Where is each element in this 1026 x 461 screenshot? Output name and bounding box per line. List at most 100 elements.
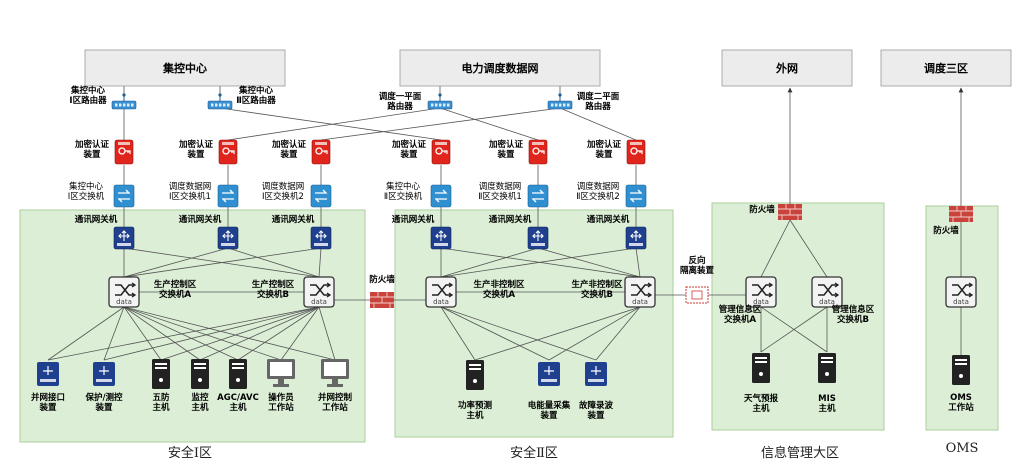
monitor-stand [278,379,284,385]
data-caption: data [953,298,969,306]
encrypt-label-6: 加密认证装置 [586,139,622,160]
line-r2-e4 [219,107,442,141]
device-arrows [99,366,109,375]
zone-title-1: 安全Ⅰ区 [168,445,212,461]
switch-arrows [117,189,131,203]
router-port [211,103,214,107]
gateway-arrows [118,230,130,241]
line-gw-z2a-2 [440,247,637,278]
server-led [759,372,763,376]
switch-cross-arrows [115,284,134,296]
encrypt-device-icon [528,139,548,165]
line-z1a-dev-0 [47,306,125,361]
box-external-net-label: 外网 [775,61,798,75]
switch-arrows [434,189,448,203]
zone1-device-label-7: 并网控制工作站 [318,392,353,413]
server-monitor [191,359,209,389]
server-agc-avc [229,359,247,389]
core-switch-z3b: data [811,276,843,308]
router-port [115,103,118,107]
server-oms [952,355,970,385]
gateway-arrows [435,230,447,241]
zone-title-4: OMS [946,441,979,456]
line-z2a-dev-1 [440,306,550,361]
server-icon [152,359,170,389]
line-dd2-e3 [320,107,561,141]
router-jk-1 [111,93,137,110]
zone-switch-3 [310,184,332,208]
gateway-label-5: 通讯网关机 [489,214,532,225]
core-z3b-label: 管理信息区交换机B [832,304,875,325]
server-bay [821,357,833,359]
gateway-panel [629,243,643,246]
line-z1b-dev-0 [47,306,320,361]
encrypt-label-1: 加密认证装置 [74,139,110,160]
zone3-device-label-1: 天气预报主机 [744,393,779,414]
device-panel [541,379,557,382]
server-icon [191,359,209,389]
core-z1a-label: 生产控制区交换机A [154,279,197,300]
line-z1a-dev-2 [123,306,162,361]
zone-safety-1 [19,209,366,443]
encrypt-device-5 [528,139,548,165]
encrypt-device-1 [114,139,134,165]
workstation-grid-control [321,359,349,387]
zone-switch-2 [217,184,239,208]
gateway-label-4: 通讯网关机 [392,214,435,225]
data-caption: data [433,298,449,306]
line-z1a-dev-5 [123,306,282,361]
workstation-operator [267,359,295,387]
switch-icon [430,184,452,208]
switch-icon [217,184,239,208]
monitor-screen [324,362,346,376]
firewall-z1z2-label: 防火墙 [369,274,395,285]
zone1-device-label-4: 监控主机 [191,392,209,413]
encrypt-label-2: 加密认证装置 [178,139,214,160]
router-jk-2 [207,93,233,110]
encrypt-slot [315,142,327,145]
gateway-arrows [532,230,544,241]
server-bay [821,361,833,363]
device-arrows [591,366,601,375]
reverse-isolation-device [685,286,709,304]
router-port [563,103,566,107]
router-port [551,103,554,107]
monitor-screen [270,362,292,376]
router-dd-1 [427,93,453,110]
server-bay [155,363,167,365]
device-panel [588,379,604,382]
switch-arrowheads [768,282,774,298]
server-mis [818,353,836,383]
line-z1b-dev-5 [280,306,320,361]
switch-cross-arrows [631,284,650,296]
encrypt-slot [222,142,234,145]
key-shaft [539,150,545,154]
encrypt-device-6 [626,139,646,165]
key-shaft [322,150,328,154]
line-z1b-dev-6 [318,306,336,361]
gateway-panel [221,243,235,246]
router-port [131,103,134,107]
firewall-z3 [778,204,802,220]
server-bay [194,363,206,365]
encrypt-device-icon [431,139,451,165]
brick-lines [949,206,973,222]
switch-cross-arrows [752,284,771,296]
line-fw3-z3b [789,219,828,278]
zone-oms [925,205,999,431]
switch-arrows [629,189,643,203]
gateway-4 [430,226,452,250]
firewall-z1-z2 [370,292,394,308]
core-switch-z2b: data [624,276,656,308]
box-jikong-center-label: 集控中心 [162,61,207,75]
router-port [127,103,130,107]
line-z1b-dev-1 [103,306,320,361]
router-port [215,103,218,107]
monitor-stand [332,379,338,385]
router-port [435,103,438,107]
device-energy-collect [538,362,560,386]
zone2-device-label-3: 故障录波装置 [579,400,614,421]
line-dd2-e6 [559,107,637,141]
box-power-dispatch-net-label: 电力调度数据网 [462,61,539,75]
